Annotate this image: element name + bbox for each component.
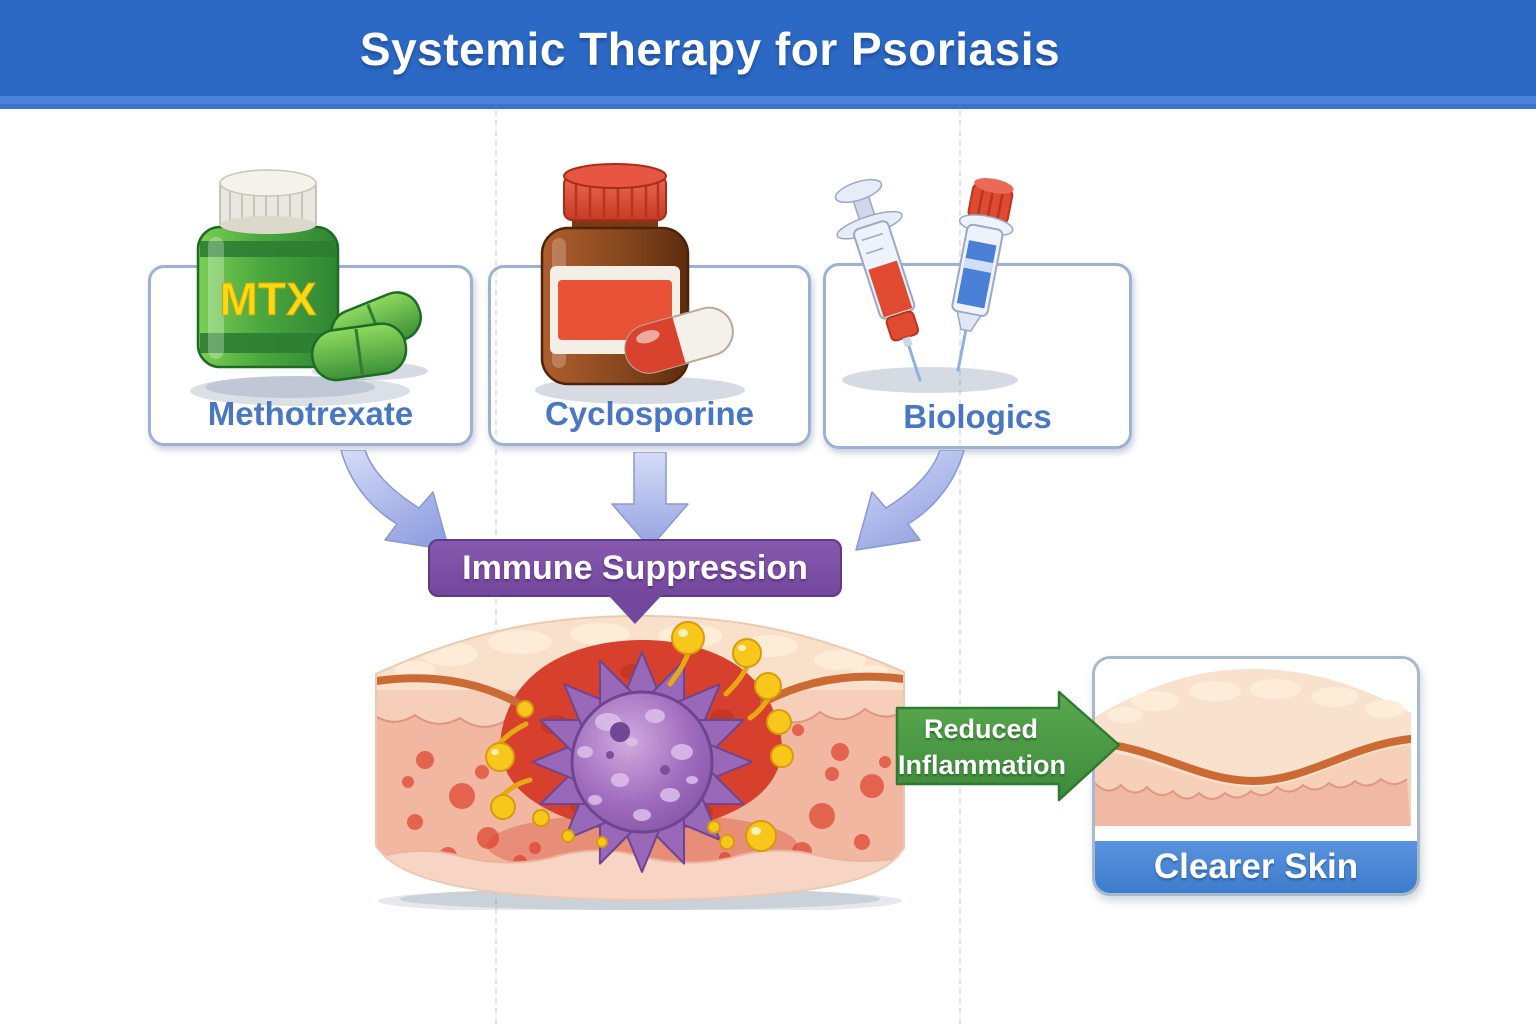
arrow-label-line2: Inflammation: [898, 750, 1067, 780]
cell-nucleus: [610, 722, 630, 742]
mtx-bottle-text: MTX: [219, 273, 316, 325]
arrow-biologics-down: [855, 450, 965, 551]
capsule-bottle-icon: [535, 163, 745, 404]
immune-cell: [531, 651, 753, 873]
section-divider: [959, 110, 961, 1024]
card-label-methotrexate: Methotrexate: [207, 395, 414, 432]
dermis-red-spots: [402, 724, 891, 869]
clearer-skin-banner: Clearer Skin: [1095, 841, 1417, 893]
syringe-red: [834, 178, 922, 382]
capsule-pill: [624, 306, 734, 374]
arrow-label-line1: Reduced: [923, 714, 1039, 744]
immune-suppression-label: Immune Suppression: [462, 548, 808, 587]
mtx-bottle: MTX: [196, 169, 340, 369]
reduced-inflammation-label: Reduced Inflammation: [898, 711, 1067, 783]
mtx-pills: [310, 291, 428, 382]
clearer-skin-panel: Clearer Skin: [1092, 656, 1420, 896]
stratum-line-right: [760, 672, 904, 706]
header-banner: [0, 0, 1536, 96]
mtx-pill-bottle-icon: MTX: [190, 169, 428, 406]
syringes-icon: [834, 178, 1018, 393]
arrow-methotrexate-down: [340, 450, 450, 551]
arrow-cyclosporine-down: [611, 452, 689, 549]
card-label-biologics: Biologics: [903, 398, 1052, 435]
stratum-line-left: [376, 674, 520, 706]
cytokines: [485, 621, 794, 852]
syringe-blue: [951, 178, 1014, 372]
healthy-stratum-line: [1095, 735, 1415, 786]
header-strip-2: [0, 104, 1536, 109]
page-title: Systemic Therapy for Psoriasis: [359, 23, 1061, 75]
header-strip: [0, 96, 1536, 104]
banner-pointer: [608, 595, 662, 624]
inflamed-skin-illustration: [375, 614, 905, 910]
clearer-skin-label: Clearer Skin: [1153, 847, 1359, 886]
reduced-inflammation-arrow: [895, 690, 1121, 802]
immune-suppression-banner: Immune Suppression: [428, 539, 842, 624]
card-label-cyclosporine: Cyclosporine: [544, 395, 755, 432]
card-cyclosporine: Cyclosporine: [488, 265, 811, 446]
healthy-skin-illustration: [1095, 659, 1415, 835]
